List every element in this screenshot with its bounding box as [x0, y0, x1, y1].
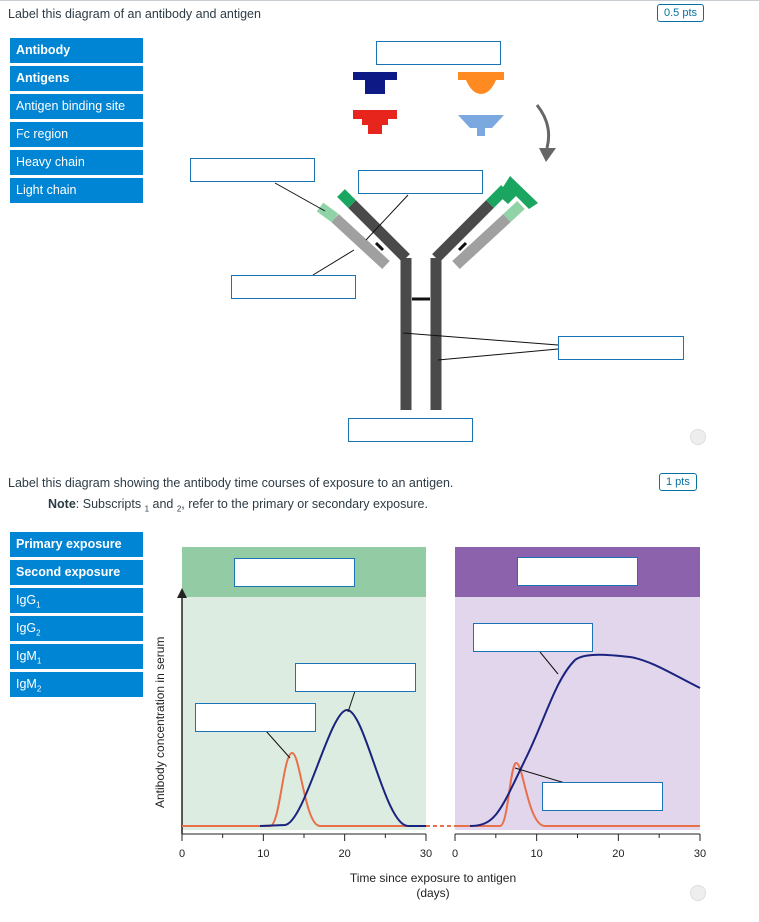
antigen-orange: [458, 72, 504, 94]
label-chip-primary-exposure[interactable]: Primary exposure: [10, 532, 143, 557]
antigen-blue: [458, 115, 504, 136]
question-1-status-icon: [690, 429, 706, 445]
curved-arrow-icon: [535, 104, 556, 162]
leader-lines: [274, 182, 559, 361]
top-divider: [0, 0, 759, 1]
antigen-red: [353, 110, 397, 134]
question-1-title: Label this diagram of an antibody and an…: [8, 7, 261, 21]
secondary-igg-drop-zone[interactable]: [473, 623, 593, 652]
label-chip-igg2[interactable]: IgG2: [10, 616, 143, 641]
antibody-drop-zone-top[interactable]: [376, 41, 501, 65]
question-2-title: Label this diagram showing the antibody …: [8, 476, 454, 490]
x-tick-label: 30: [694, 848, 706, 860]
primary-igm-drop-zone[interactable]: [195, 703, 316, 732]
label-chip-light-chain[interactable]: Light chain: [10, 178, 143, 203]
label-chip-second-exposure[interactable]: Second exposure: [10, 560, 143, 585]
question-2-note: Note: Subscripts 1 and 2, refer to the p…: [48, 497, 428, 514]
label-chip-igm2[interactable]: IgM2: [10, 672, 143, 697]
y-axis-arrow-icon: [177, 588, 187, 598]
secondary-header-drop-zone[interactable]: [517, 557, 638, 586]
label-chip-heavy-chain[interactable]: Heavy chain: [10, 150, 143, 175]
antibody-diagram: [274, 72, 559, 410]
x-tick-label: 10: [257, 848, 269, 860]
primary-igg-drop-zone[interactable]: [295, 663, 416, 692]
label-chip-antigen-binding-site[interactable]: Antigen binding site: [10, 94, 143, 119]
x-tick-label: 30: [420, 848, 432, 860]
y-axis-label: Antibody concentration in serum: [153, 637, 167, 808]
label-chip-igg1[interactable]: IgG1: [10, 588, 143, 613]
label-chip-antigens[interactable]: Antigens: [10, 66, 143, 91]
label-chip-antibody[interactable]: Antibody: [10, 38, 143, 63]
question-2-points: 1 pts: [659, 473, 697, 491]
x-tick-label: 20: [339, 848, 351, 860]
label-chip-fc-region[interactable]: Fc region: [10, 122, 143, 147]
question-1-points: 0.5 pts: [657, 4, 705, 22]
secondary-igm-drop-zone[interactable]: [542, 782, 663, 811]
question-2-status-icon: [690, 885, 706, 901]
x-tick-label: 0: [452, 848, 458, 860]
x-tick-label: 0: [179, 848, 185, 860]
antibody-drop-zone-left[interactable]: [190, 158, 315, 182]
antibody-drop-zone-lower-left[interactable]: [231, 275, 356, 299]
igm-primary-curve: [182, 751, 426, 827]
x-axis-unit: (days): [416, 886, 449, 900]
antigen-navy: [353, 72, 397, 94]
x-tick-label: 10: [531, 848, 543, 860]
x-axis-label: Time since exposure to antigen: [350, 871, 516, 885]
antibody-drop-zone-center[interactable]: [358, 170, 483, 194]
label-chip-igm1[interactable]: IgM1: [10, 644, 143, 669]
x-tick-label: 20: [612, 848, 624, 860]
primary-header-drop-zone[interactable]: [234, 558, 355, 587]
antibody-drop-zone-right[interactable]: [558, 336, 684, 360]
antibody-structure: [316, 176, 538, 410]
antibody-drop-zone-bottom[interactable]: [348, 418, 473, 442]
